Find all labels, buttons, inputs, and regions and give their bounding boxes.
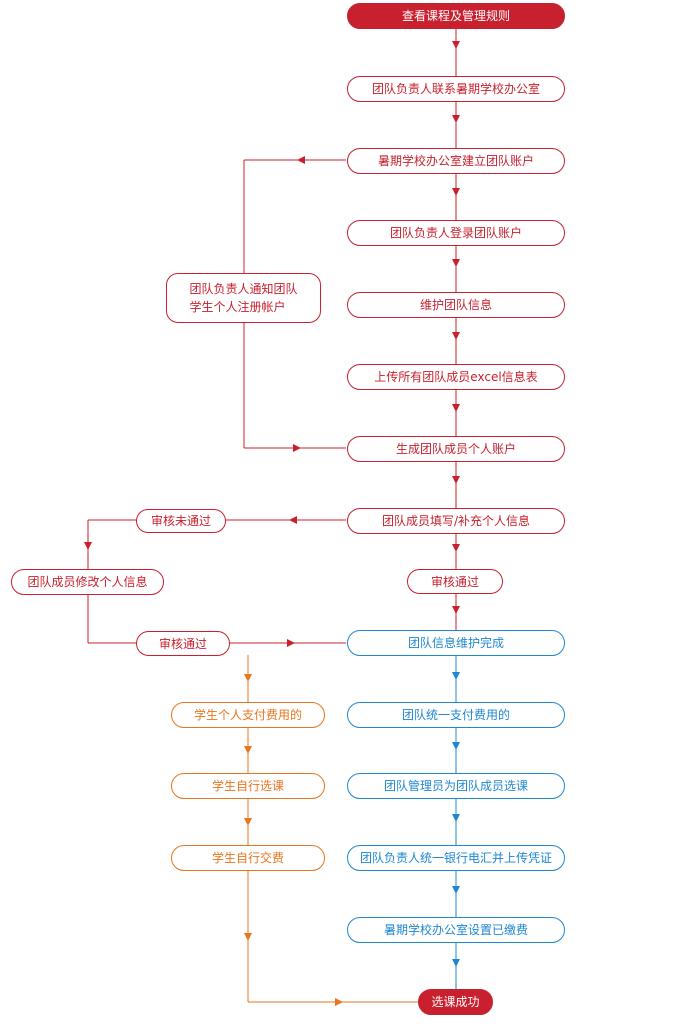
node-label: 审核通过 xyxy=(158,636,207,651)
node-office-set-paid: 暑期学校办公室设置已缴费 xyxy=(347,917,565,943)
node-label: 暑期学校办公室设置已缴费 xyxy=(383,923,528,937)
node-label-line1: 团队负责人通知团队 xyxy=(189,282,298,296)
node-label-line2: 学生个人注册帐户 xyxy=(189,300,286,314)
node-label: 团队信息维护完成 xyxy=(407,636,504,650)
node-label: 团队成员填写/补充个人信息 xyxy=(381,514,531,528)
node-member-edit-info: 团队成员修改个人信息 xyxy=(11,569,164,595)
node-enroll-success: 选课成功 xyxy=(418,989,493,1015)
node-admin-selects-courses: 团队管理员为团队成员选课 xyxy=(347,773,565,799)
node-label: 学生自行交费 xyxy=(211,851,284,865)
node-upload-excel: 上传所有团队成员excel信息表 xyxy=(347,364,565,390)
node-review-passed-right: 审核通过 xyxy=(407,569,503,594)
node-create-team-account: 暑期学校办公室建立团队账户 xyxy=(347,148,565,174)
node-label: 团队负责人联系暑期学校办公室 xyxy=(371,82,540,96)
node-label: 团队管理员为团队成员选课 xyxy=(383,779,528,793)
node-student-pays: 学生个人支付费用的 xyxy=(171,702,325,728)
node-label: 选课成功 xyxy=(431,995,480,1009)
node-label: 维护团队信息 xyxy=(419,298,492,312)
node-review-passed-left: 审核通过 xyxy=(136,631,230,656)
node-label: 审核未通过 xyxy=(150,514,211,528)
node-label: 团队成员修改个人信息 xyxy=(27,575,148,589)
node-label: 上传所有团队成员excel信息表 xyxy=(374,370,538,384)
node-maintain-team-info: 维护团队信息 xyxy=(347,292,565,318)
node-label: 暑期学校办公室建立团队账户 xyxy=(377,154,534,168)
node-fill-member-info: 团队成员填写/补充个人信息 xyxy=(347,508,565,534)
node-team-unified-pay: 团队统一支付费用的 xyxy=(347,702,565,728)
node-label: 查看课程及管理规则 xyxy=(401,9,510,23)
node-label: 团队负责人统一银行电汇并上传凭证 xyxy=(359,851,552,865)
node-label: 审核通过 xyxy=(430,574,479,589)
node-contact-office: 团队负责人联系暑期学校办公室 xyxy=(347,76,565,102)
node-notify-register: 团队负责人通知团队 学生个人注册帐户 xyxy=(166,273,321,323)
node-label: 生成团队成员个人账户 xyxy=(395,442,516,456)
node-generate-member-accounts: 生成团队成员个人账户 xyxy=(347,436,565,462)
node-leader-wire-transfer: 团队负责人统一银行电汇并上传凭证 xyxy=(347,845,565,871)
node-login-team-account: 团队负责人登录团队账户 xyxy=(347,220,565,246)
node-label: 团队统一支付费用的 xyxy=(401,708,510,722)
node-label: 学生自行选课 xyxy=(211,779,284,793)
node-team-info-done: 团队信息维护完成 xyxy=(347,630,565,656)
node-label: 学生个人支付费用的 xyxy=(193,708,302,722)
node-review-failed: 审核未通过 xyxy=(136,509,226,533)
node-view-rules: 查看课程及管理规则 xyxy=(347,3,565,29)
node-student-selects: 学生自行选课 xyxy=(171,773,325,799)
node-label: 团队负责人登录团队账户 xyxy=(389,226,522,240)
node-student-pays-fee: 学生自行交费 xyxy=(171,845,325,871)
